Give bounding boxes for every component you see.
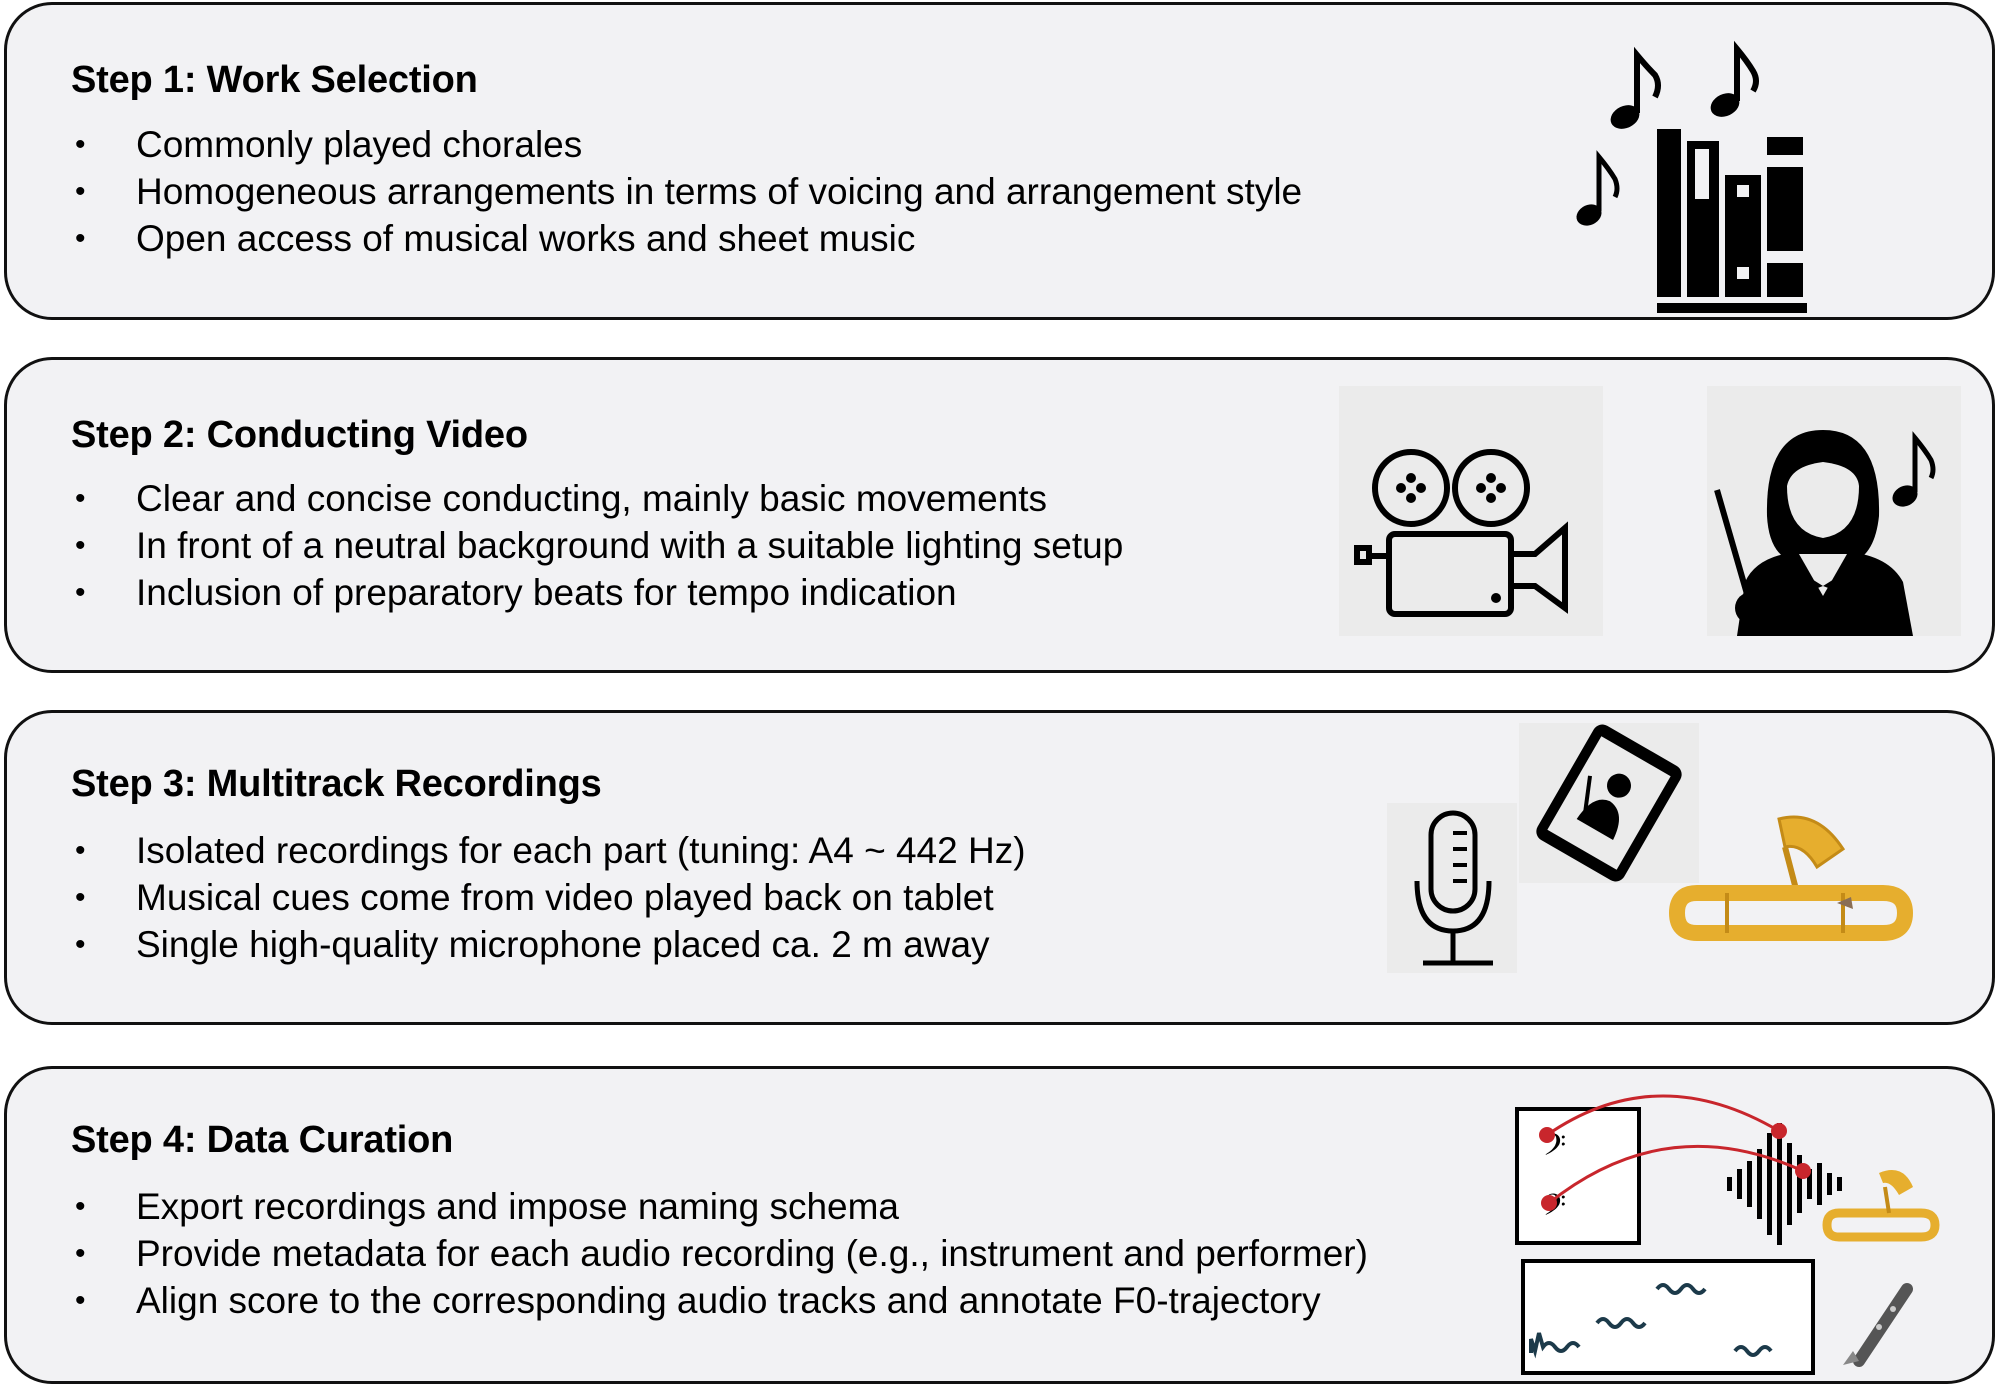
waveform-icon (1727, 1123, 1842, 1245)
step-1-bullet-list: •Commonly played chorales •Homogeneous a… (71, 121, 1302, 262)
step-3-bullet-list: •Isolated recordings for each part (tuni… (71, 827, 1026, 968)
step-4-bullet-list: •Export recordings and impose naming sch… (71, 1183, 1368, 1324)
list-item: •Open access of musical works and sheet … (75, 218, 916, 259)
list-item: •Align score to the corresponding audio … (75, 1280, 1321, 1321)
step-3-box: Step 3: Multitrack Recordings •Isolated … (4, 710, 1995, 1025)
list-item: •Export recordings and impose naming sch… (75, 1186, 899, 1227)
microphone-icon (1387, 803, 1517, 973)
step-2-box: Step 2: Conducting Video •Clear and conc… (4, 357, 1995, 673)
list-item: •Clear and concise conducting, mainly ba… (75, 478, 1048, 519)
list-item: •Provide metadata for each audio recordi… (75, 1233, 1368, 1274)
list-item: •Inclusion of preparatory beats for temp… (75, 572, 957, 613)
step-4-box: Step 4: Data Curation •Export recordings… (4, 1066, 1995, 1384)
step-2-bullet-list: •Clear and concise conducting, mainly ba… (71, 475, 1123, 616)
list-item: •Isolated recordings for each part (tuni… (75, 830, 1026, 871)
step-2-title: Step 2: Conducting Video (71, 414, 528, 456)
trombone-icon (1822, 1170, 1940, 1242)
conductor-icon (1707, 386, 1961, 636)
step-3-title: Step 3: Multitrack Recordings (71, 763, 602, 805)
score-alignment-icon: 𝄢 𝄢 (1507, 1089, 1967, 1379)
list-item: •Commonly played chorales (75, 124, 583, 165)
film-camera-icon (1339, 386, 1603, 636)
list-item: •Single high-quality microphone placed c… (75, 924, 990, 965)
step-4-title: Step 4: Data Curation (71, 1119, 454, 1161)
clarinet-icon (1843, 1283, 1913, 1367)
f0-trajectory-icon (1521, 1259, 1815, 1375)
list-item: •In front of a neutral background with a… (75, 525, 1124, 566)
tablet-icon (1519, 723, 1699, 883)
step-1-box: Step 1: Work Selection •Commonly played … (4, 2, 1995, 320)
list-item: •Musical cues come from video played bac… (75, 877, 994, 918)
trombone-icon (1667, 813, 1967, 963)
list-item: •Homogeneous arrangements in terms of vo… (75, 171, 1303, 212)
music-library-icon (1575, 40, 1835, 315)
step-1-title: Step 1: Work Selection (71, 59, 478, 101)
